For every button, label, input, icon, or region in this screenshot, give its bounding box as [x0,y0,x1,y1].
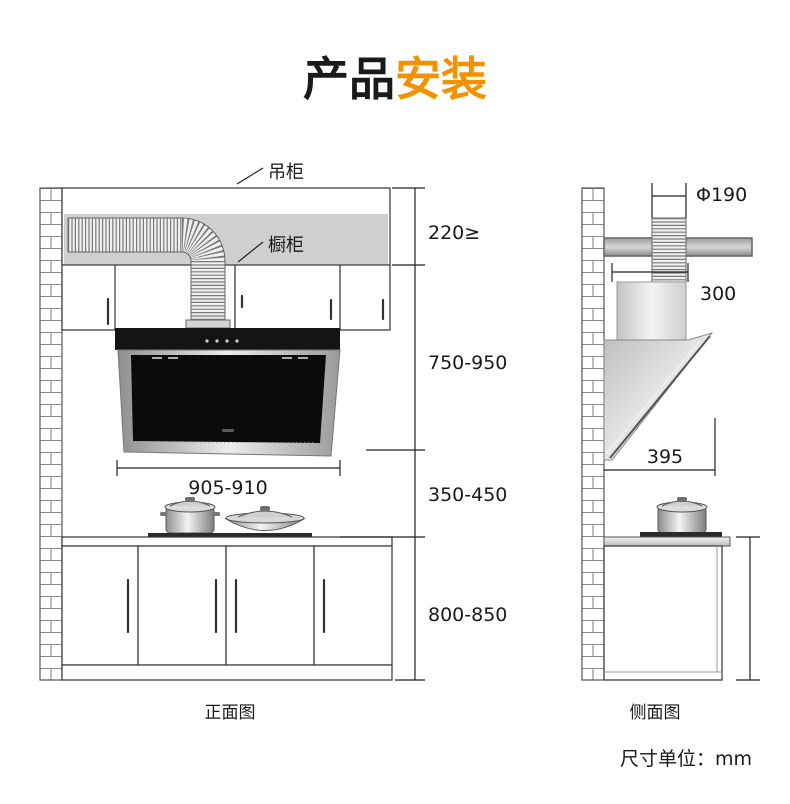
wall-cabinet [61,264,391,331]
exhaust-duct [67,217,231,329]
brand-logo [222,429,234,432]
hood-to-hob-label: 350-450 [428,484,507,506]
duct-diameter-dimension: Φ190 [651,183,747,218]
duct-diameter-label: Φ190 [696,184,747,206]
wok [224,506,306,531]
side-view: Φ190 300 395 [581,183,760,723]
brick-wall-front [39,187,63,681]
wall-cabinet-label: 橱柜 [268,235,304,256]
hood-depth-label: 395 [647,446,683,468]
counter-height-label: 800-850 [428,604,507,626]
stock-pot-side [656,497,708,534]
control-button-icon [225,339,229,343]
base-cabinet-side [603,536,731,681]
side-height-dimension [736,536,760,681]
range-hood-front [115,328,341,457]
stock-pot [160,497,220,534]
upper-cabinet-label: 吊柜 [268,162,304,183]
chimney-width-label: 300 [700,283,736,305]
hood-width-label: 905-910 [188,477,267,499]
callout-labels: 吊柜 橱柜 [236,162,304,263]
brick-wall-side [581,187,605,681]
hood-depth-dimension: 395 [604,418,716,476]
control-button-icon [235,339,239,343]
base-cabinet [61,536,393,681]
hood-width-dimension: 905-910 [116,460,341,499]
height-dimensions: 220≥ 750-950 350-450 800-850 [340,187,507,681]
range-hood-side [603,281,714,461]
exhaust-duct-side [651,217,687,283]
gas-hob-side [640,532,722,537]
gas-hob [148,533,312,538]
title-accent: 安装 [395,52,487,106]
front-view-caption: 正面图 [205,703,256,723]
control-button-icon [215,339,219,343]
glass-panel [131,355,326,443]
control-button-icon [205,339,209,343]
front-view: 905-910 [39,162,507,723]
top-clearance-label: 220≥ [428,222,480,244]
cabinet-to-hood-label: 750-950 [428,352,507,374]
title-part-1: 产品 [303,52,395,106]
side-view-caption: 侧面图 [630,703,681,723]
page-title: 产品安装 [303,52,487,106]
unit-note: 尺寸单位：mm [620,748,752,770]
chimney-width-dimension: 300 [611,263,736,305]
